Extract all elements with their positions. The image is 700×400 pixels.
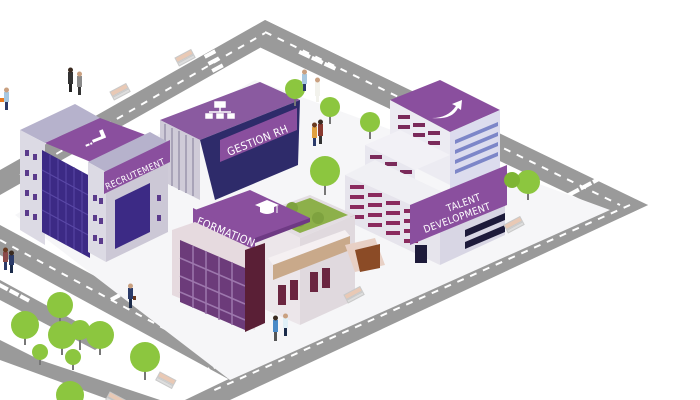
tree xyxy=(32,344,48,365)
tree xyxy=(516,170,540,200)
person xyxy=(0,87,9,110)
person xyxy=(283,313,288,336)
people xyxy=(0,67,323,341)
growth-arrow-icon xyxy=(432,100,462,119)
tree xyxy=(310,156,340,195)
tree xyxy=(11,311,39,345)
tree xyxy=(320,97,340,124)
bench xyxy=(343,285,365,304)
trees xyxy=(11,79,540,400)
tree xyxy=(360,112,380,139)
hiring-hand-icon xyxy=(85,129,107,147)
gestion-rh-sign xyxy=(220,108,297,162)
tree xyxy=(70,320,90,350)
building-talent-development[interactable]: TALENT DEVELOPMENT xyxy=(345,80,507,265)
person xyxy=(128,283,136,308)
tree xyxy=(504,172,520,188)
tree xyxy=(56,381,84,400)
person xyxy=(302,69,307,91)
bench xyxy=(503,215,525,234)
person xyxy=(312,122,317,146)
person xyxy=(315,77,320,102)
person xyxy=(3,247,8,270)
person xyxy=(318,119,323,144)
road-bottom-right xyxy=(185,195,648,400)
graduation-cap-icon xyxy=(255,200,279,214)
tree xyxy=(285,79,305,106)
talent-development-sign xyxy=(410,165,507,245)
org-chart-icon xyxy=(205,101,235,119)
person xyxy=(68,67,73,92)
bench xyxy=(174,48,196,67)
tree xyxy=(86,321,114,355)
bench xyxy=(105,391,127,400)
tree xyxy=(48,321,76,355)
benches xyxy=(105,48,525,400)
person xyxy=(77,71,82,95)
bench xyxy=(155,371,177,390)
building-recrutement[interactable]: RECRUTEMENT xyxy=(20,104,170,262)
person xyxy=(273,315,278,341)
recrutement-sign xyxy=(104,140,170,194)
building-formation[interactable]: FORMATION xyxy=(172,190,385,332)
person xyxy=(9,250,14,273)
tree xyxy=(65,349,81,370)
tree xyxy=(130,342,160,380)
bench xyxy=(109,82,131,101)
